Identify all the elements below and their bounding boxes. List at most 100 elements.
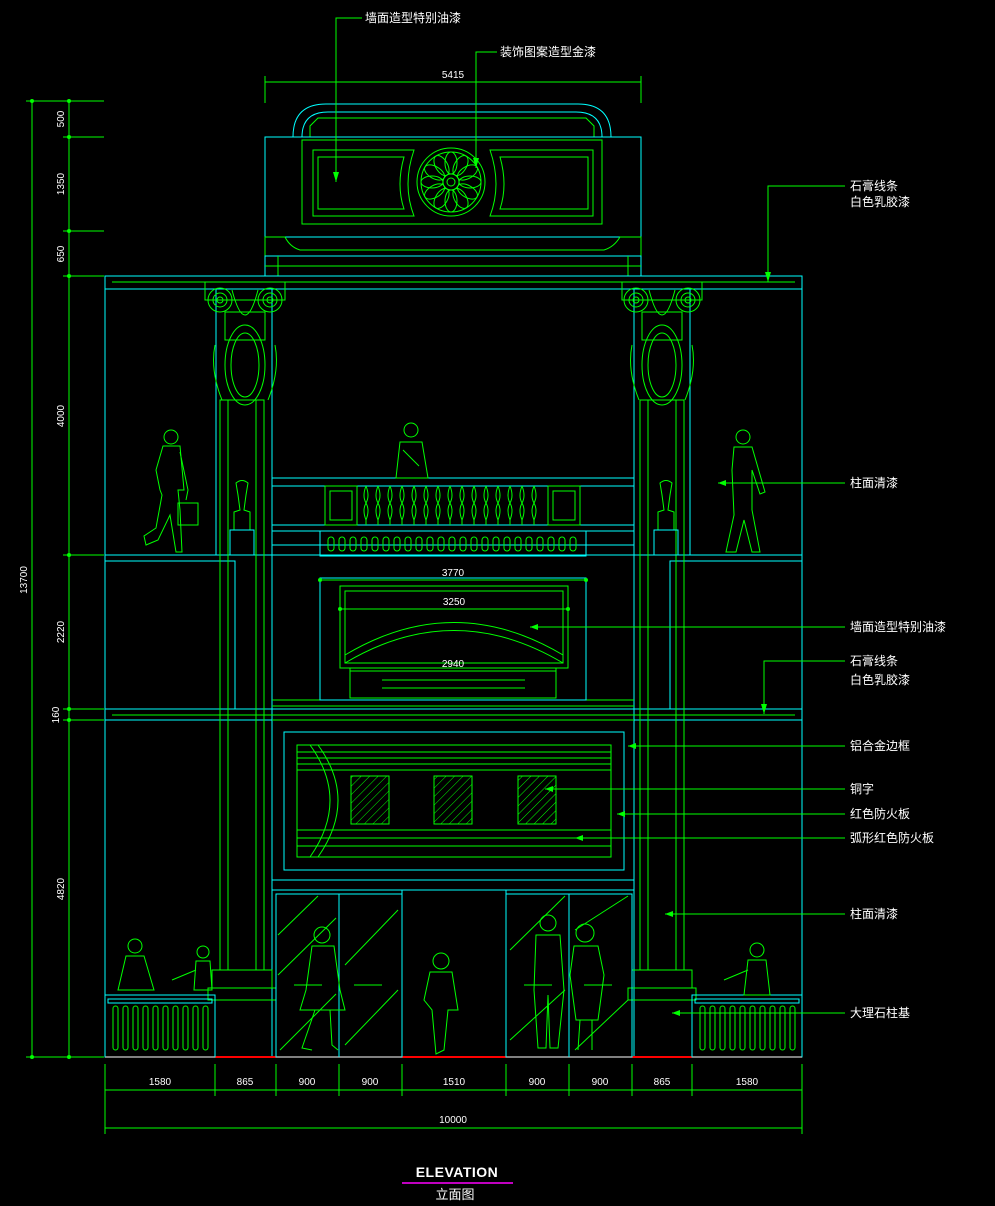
dentil — [492, 536, 500, 552]
figure-couple-door — [533, 914, 605, 1051]
figure-child-center — [423, 952, 459, 1055]
callout-plaster-1-line1: 石膏线条 — [850, 178, 898, 193]
base-flute — [152, 1005, 159, 1051]
dentil — [536, 536, 544, 552]
callout-column-varnish-1: 柱面清漆 — [850, 475, 898, 490]
baluster-edge — [471, 485, 477, 521]
signboard — [283, 731, 625, 871]
baluster-edge — [519, 485, 525, 521]
dim-bottom-segment: 1580 — [736, 1077, 759, 1088]
dim-v-4820: 4820 — [56, 877, 67, 900]
balcony-dentils — [327, 536, 577, 552]
storefront-glazing — [275, 890, 633, 1058]
baluster-edge — [411, 485, 417, 521]
baluster-edge — [531, 485, 537, 521]
dentil — [338, 536, 346, 552]
dim-v-500: 500 — [56, 110, 67, 127]
dim-total-width: 10000 — [439, 1115, 467, 1126]
drawing-subtitle: 立面图 — [435, 1188, 474, 1203]
dentil — [503, 536, 511, 552]
dim-v-1350: 1350 — [56, 172, 67, 195]
base-flute — [112, 1005, 119, 1051]
dentil — [349, 536, 357, 552]
arch-sign-panel — [319, 577, 587, 701]
dentil — [481, 536, 489, 552]
dim-3250: 3250 — [443, 597, 466, 608]
rose-window-ornament — [416, 147, 486, 217]
base-flute — [122, 1005, 129, 1051]
callout-copper-letters: 铜字 — [850, 781, 874, 796]
baluster-edge — [435, 485, 441, 521]
base-flute — [192, 1005, 199, 1051]
base-flute — [729, 1005, 736, 1051]
baluster-edge — [507, 485, 513, 521]
baluster-edge — [387, 485, 393, 521]
base-flute — [739, 1005, 746, 1051]
dimension-ticks — [30, 99, 588, 1059]
base-flute — [142, 1005, 149, 1051]
figure-man-left-balcony — [143, 429, 199, 553]
callout-wall-paint-mid: 墙面造型特别油漆 — [850, 619, 946, 634]
dim-top-width: 5415 — [442, 70, 465, 81]
figure-woman-right-ground — [723, 942, 771, 996]
dimension-lines — [26, 76, 803, 1134]
copper-letter-2 — [433, 775, 473, 825]
left-marble-base — [104, 994, 216, 1058]
base-flute — [749, 1005, 756, 1051]
dentil — [514, 536, 522, 552]
dentil — [569, 536, 577, 552]
base-flute — [719, 1005, 726, 1051]
drawing-title: ELEVATION — [416, 1164, 499, 1180]
baluster-edge — [399, 485, 405, 521]
base-flute — [202, 1005, 209, 1051]
callout-plaster-2-line1: 石膏线条 — [850, 653, 898, 668]
dim-bottom-segment: 865 — [654, 1077, 671, 1088]
dim-bottom-segment: 865 — [237, 1077, 254, 1088]
dentil — [393, 536, 401, 552]
dim-v-160: 160 — [51, 706, 62, 723]
dentil — [426, 536, 434, 552]
central-balcony — [271, 477, 635, 557]
dim-3770: 3770 — [442, 568, 465, 579]
leader-lines — [335, 17, 845, 1014]
dentil — [558, 536, 566, 552]
balcony-balusters — [363, 485, 537, 525]
base-flute — [779, 1005, 786, 1051]
dentil — [470, 536, 478, 552]
dim-bottom-segment: 1580 — [149, 1077, 172, 1088]
baluster-edge — [363, 485, 369, 521]
dentil — [327, 536, 335, 552]
callout-column-varnish-2: 柱面清漆 — [850, 906, 898, 921]
dim-v-4000: 4000 — [56, 404, 67, 427]
dim-bottom-segment: 900 — [362, 1077, 379, 1088]
right-column — [621, 281, 703, 1001]
callout-gold-paint: 装饰图案造型金漆 — [500, 44, 596, 59]
figure-man-right-balcony — [725, 429, 766, 553]
figure-woman-balcony — [395, 422, 429, 479]
base-flute — [759, 1005, 766, 1051]
dim-v-650: 650 — [56, 245, 67, 262]
base-flute — [172, 1005, 179, 1051]
callout-arc-red-board: 弧形红色防火板 — [850, 830, 934, 845]
dentil — [525, 536, 533, 552]
dentil — [360, 536, 368, 552]
callout-red-board: 红色防火板 — [850, 806, 910, 821]
dentil — [437, 536, 445, 552]
base-flute — [709, 1005, 716, 1051]
left-urn — [229, 480, 255, 556]
dentil — [448, 536, 456, 552]
top-pediment — [264, 103, 642, 277]
callout-plaster-1-line2: 白色乳胶漆 — [850, 194, 910, 209]
baluster-edge — [375, 485, 381, 521]
left-column — [204, 281, 286, 1001]
dim-bottom-segment: 900 — [592, 1077, 609, 1088]
base-flute — [162, 1005, 169, 1051]
right-urn — [653, 480, 679, 556]
base-flute — [789, 1005, 796, 1051]
figure-child-left-ground — [171, 945, 213, 991]
dentil — [547, 536, 555, 552]
base-flute — [769, 1005, 776, 1051]
baluster-edge — [447, 485, 453, 521]
base-flute — [182, 1005, 189, 1051]
